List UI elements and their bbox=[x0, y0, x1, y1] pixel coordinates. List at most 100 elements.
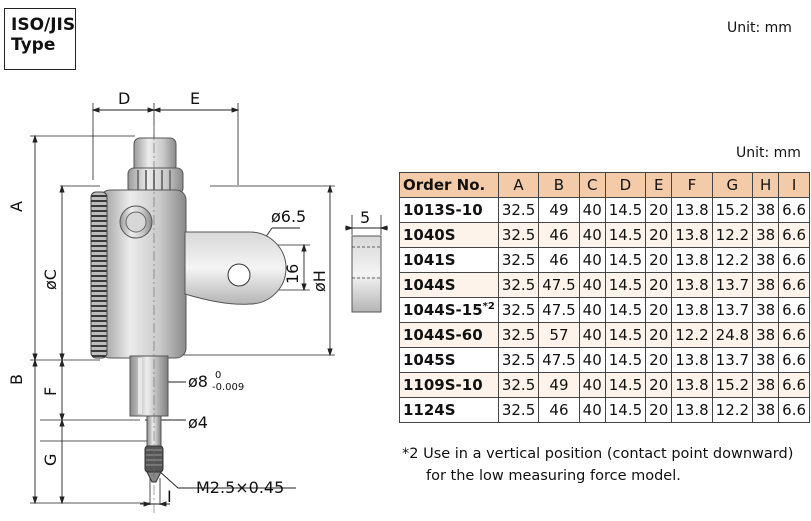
dimension-cell: 38 bbox=[752, 297, 780, 323]
dimension-cell: 47.5 bbox=[538, 297, 580, 323]
dimension-cell: 40 bbox=[578, 347, 606, 373]
dim-label-16: 16 bbox=[283, 264, 302, 284]
dim-label-d: D bbox=[118, 89, 130, 108]
dimension-cell: 6.6 bbox=[778, 372, 811, 398]
dimension-cell: 12.2 bbox=[711, 247, 754, 273]
order-number-cell: 1124S bbox=[399, 397, 499, 423]
dimension-cell: 13.8 bbox=[671, 272, 713, 298]
dimension-cell: 13.8 bbox=[671, 397, 713, 423]
dimension-cell: 40 bbox=[578, 247, 606, 273]
dimension-cell: 13.8 bbox=[671, 347, 713, 373]
dimension-cell: 46 bbox=[538, 397, 580, 423]
dimension-cell: 47.5 bbox=[538, 347, 580, 373]
dimension-cell: 6.6 bbox=[778, 197, 811, 223]
dimension-cell: 38 bbox=[752, 322, 780, 348]
dimension-cell: 32.5 bbox=[497, 197, 540, 223]
dim-label-d8: ø8 bbox=[188, 372, 208, 391]
dim-label-d8-tol-lower: -0.009 bbox=[212, 382, 244, 393]
dimension-cell: 12.2 bbox=[711, 397, 754, 423]
footnote-line1: *2 Use in a vertical position (contact p… bbox=[402, 446, 794, 462]
header-cell-c: C bbox=[578, 172, 606, 198]
dimension-cell: 40 bbox=[578, 372, 606, 398]
indicator-illustration bbox=[90, 125, 287, 515]
header-cell-f: F bbox=[671, 172, 713, 198]
header-cell-e: E bbox=[645, 172, 673, 198]
header-cell-b: B bbox=[538, 172, 580, 198]
dimension-cell: 38 bbox=[752, 397, 780, 423]
dimension-cell: 32.5 bbox=[497, 322, 540, 348]
dimension-cell: 32.5 bbox=[497, 247, 540, 273]
dimension-cell: 49 bbox=[538, 197, 580, 223]
dimension-cell: 32.5 bbox=[497, 297, 540, 323]
dimension-cell: 12.2 bbox=[711, 222, 754, 248]
type-label-line1: ISO/JIS bbox=[11, 15, 76, 35]
order-number-cell: 1045S bbox=[399, 347, 499, 373]
dimension-cell: 13.8 bbox=[671, 197, 713, 223]
dimension-cell: 13.8 bbox=[671, 297, 713, 323]
dimension-cell: 14.5 bbox=[604, 397, 647, 423]
dimension-cell: 57 bbox=[538, 322, 580, 348]
dimension-cell: 13.8 bbox=[671, 222, 713, 248]
dim-label-c: øC bbox=[41, 269, 60, 290]
dim-label-a: A bbox=[7, 201, 26, 212]
dimension-cell: 38 bbox=[752, 222, 780, 248]
dimension-cell: 32.5 bbox=[497, 347, 540, 373]
dim-label-e: E bbox=[190, 89, 200, 108]
dim-label-i: I bbox=[167, 487, 172, 506]
dim-label-f: F bbox=[41, 387, 60, 396]
dimension-cell: 40 bbox=[578, 197, 606, 223]
header-cell-i: I bbox=[778, 172, 811, 198]
order-number-cell: 1109S-10 bbox=[399, 372, 499, 398]
dimension-cell: 13.8 bbox=[671, 372, 713, 398]
dimension-cell: 14.5 bbox=[604, 347, 647, 373]
dimension-cell: 20 bbox=[645, 272, 673, 298]
dimension-cell: 13.7 bbox=[711, 347, 754, 373]
header-cell-h: H bbox=[752, 172, 780, 198]
dim-label-d8-tol-upper: 0 bbox=[215, 370, 221, 381]
order-number-cell: 1041S bbox=[399, 247, 499, 273]
dimension-cell: 6.6 bbox=[778, 397, 811, 423]
header-cell-d: D bbox=[604, 172, 647, 198]
dimension-cell: 13.8 bbox=[671, 247, 713, 273]
dim-label-d65: ø6.5 bbox=[271, 207, 306, 226]
dimension-cell: 14.5 bbox=[604, 272, 647, 298]
footnote: *2 Use in a vertical position (contact p… bbox=[402, 443, 793, 487]
type-label-line2: Type bbox=[11, 35, 56, 55]
dimension-cell: 32.5 bbox=[497, 397, 540, 423]
order-number-cell: 1044S-60 bbox=[399, 322, 499, 348]
dimension-cell: 13.7 bbox=[711, 272, 754, 298]
dimension-cell: 40 bbox=[578, 272, 606, 298]
dimension-cell: 32.5 bbox=[497, 372, 540, 398]
dimension-cell: 14.5 bbox=[604, 372, 647, 398]
dimension-cell: 14.5 bbox=[604, 197, 647, 223]
type-label-box: ISO/JIS Type bbox=[4, 8, 76, 70]
dim-label-b: B bbox=[7, 374, 26, 385]
dimension-cell: 20 bbox=[645, 372, 673, 398]
dimension-cell: 20 bbox=[645, 247, 673, 273]
order-number-cell: 1044S-15*2 bbox=[399, 297, 499, 323]
footnote-marker: *2 bbox=[482, 301, 495, 312]
dimension-cell: 14.5 bbox=[604, 222, 647, 248]
dimension-cell: 13.7 bbox=[711, 297, 754, 323]
order-number-cell: 1040S bbox=[399, 222, 499, 248]
dimension-cell: 20 bbox=[645, 222, 673, 248]
dimension-cell: 20 bbox=[645, 322, 673, 348]
order-number-cell: 1013S-10 bbox=[399, 197, 499, 223]
dimension-cell: 20 bbox=[645, 297, 673, 323]
dimension-cell: 38 bbox=[752, 247, 780, 273]
dimension-cell: 46 bbox=[538, 222, 580, 248]
dimension-cell: 38 bbox=[752, 197, 780, 223]
dimension-cell: 40 bbox=[578, 397, 606, 423]
dim-label-5: 5 bbox=[360, 208, 370, 227]
unit-label-table: Unit: mm bbox=[736, 145, 801, 161]
